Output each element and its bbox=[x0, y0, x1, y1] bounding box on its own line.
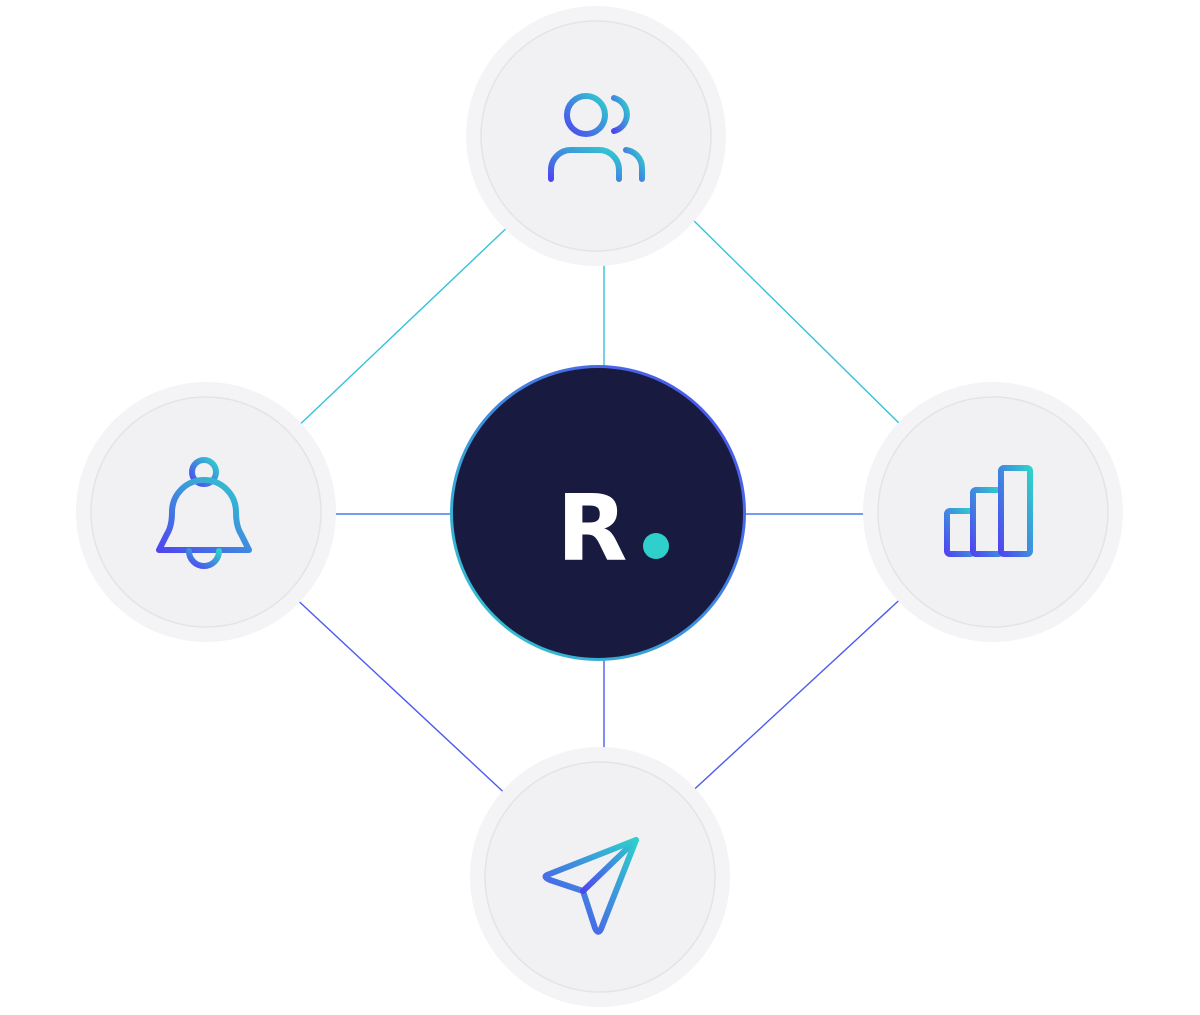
node-notifications[interactable] bbox=[76, 382, 336, 642]
center-logo[interactable]: R bbox=[450, 365, 746, 661]
node-users-circle bbox=[480, 20, 712, 252]
node-users[interactable] bbox=[466, 6, 726, 266]
connector-bell-send bbox=[290, 593, 513, 801]
users-icon bbox=[548, 93, 646, 182]
node-analytics[interactable] bbox=[863, 382, 1123, 642]
center-logo-disc bbox=[453, 368, 743, 658]
node-analytics-circle bbox=[877, 396, 1109, 628]
bar-chart-icon bbox=[944, 465, 1033, 557]
paper-plane-icon bbox=[542, 837, 639, 935]
bell-icon bbox=[156, 457, 252, 569]
connector-users-bell bbox=[291, 219, 516, 433]
node-send[interactable] bbox=[470, 747, 730, 1007]
logo-dot bbox=[643, 533, 669, 559]
node-notifications-circle bbox=[90, 396, 322, 628]
logo-letter: R bbox=[557, 475, 628, 582]
connectors bbox=[290, 211, 909, 801]
connector-users-chart bbox=[684, 211, 909, 433]
connector-chart-send bbox=[685, 591, 909, 798]
